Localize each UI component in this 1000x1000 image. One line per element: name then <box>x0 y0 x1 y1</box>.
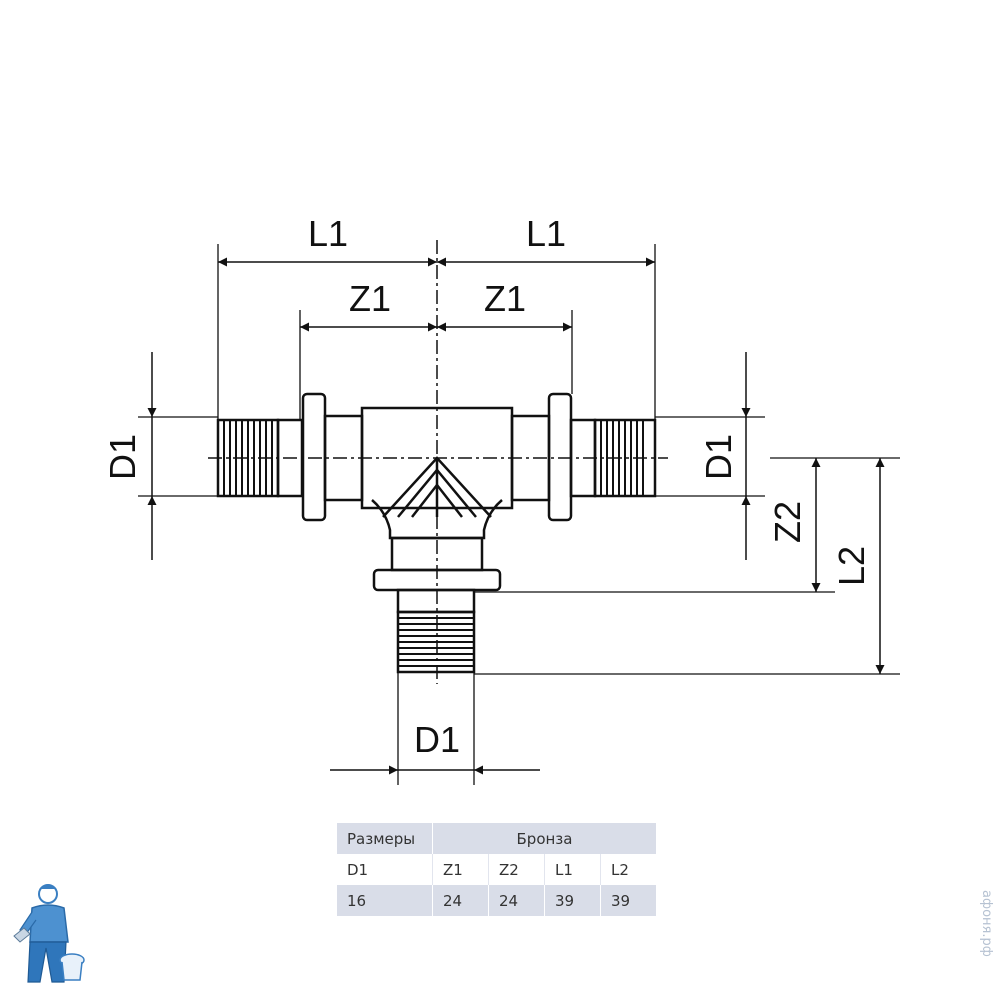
dimensions-table: Размеры Бронза D1 Z1 Z2 L1 L2 16 24 24 3… <box>337 823 656 916</box>
extension-lines <box>138 244 900 785</box>
col-L1: L1 <box>544 854 601 885</box>
tee-fitting-drawing: L1 L1 Z1 Z1 D1 D1 Z2 L2 D1 <box>102 213 900 785</box>
label-L1-left: L1 <box>308 213 348 254</box>
col-D1: D1 <box>337 854 433 885</box>
plumber-mascot-icon <box>13 884 85 983</box>
label-Z2: Z2 <box>767 501 808 543</box>
col-Z2: Z2 <box>488 854 545 885</box>
val-Z1: 24 <box>432 885 489 916</box>
dimension-lines <box>147 257 885 775</box>
label-D1-right: D1 <box>698 434 739 480</box>
col-Z1: Z1 <box>432 854 489 885</box>
table-header-row: Размеры Бронза <box>337 823 656 854</box>
watermark: афоня.рф <box>979 890 994 957</box>
table-row: 16 24 24 39 39 <box>337 885 656 916</box>
table-columns-row: D1 Z1 Z2 L1 L2 <box>337 854 656 885</box>
label-Z1-left: Z1 <box>349 278 391 319</box>
center-lines <box>208 240 668 684</box>
thread-bottom <box>398 617 474 667</box>
col-L2: L2 <box>600 854 656 885</box>
label-L2: L2 <box>831 546 872 586</box>
val-D1: 16 <box>337 885 433 916</box>
label-L1-right: L1 <box>526 213 566 254</box>
val-Z2: 24 <box>488 885 545 916</box>
header-bronze: Бронза <box>432 823 656 854</box>
val-L2: 39 <box>600 885 656 916</box>
label-Z1-right: Z1 <box>484 278 526 319</box>
label-D1-bottom: D1 <box>414 719 460 760</box>
label-D1-left: D1 <box>102 434 143 480</box>
header-sizes: Размеры <box>337 823 433 854</box>
val-L1: 39 <box>544 885 601 916</box>
